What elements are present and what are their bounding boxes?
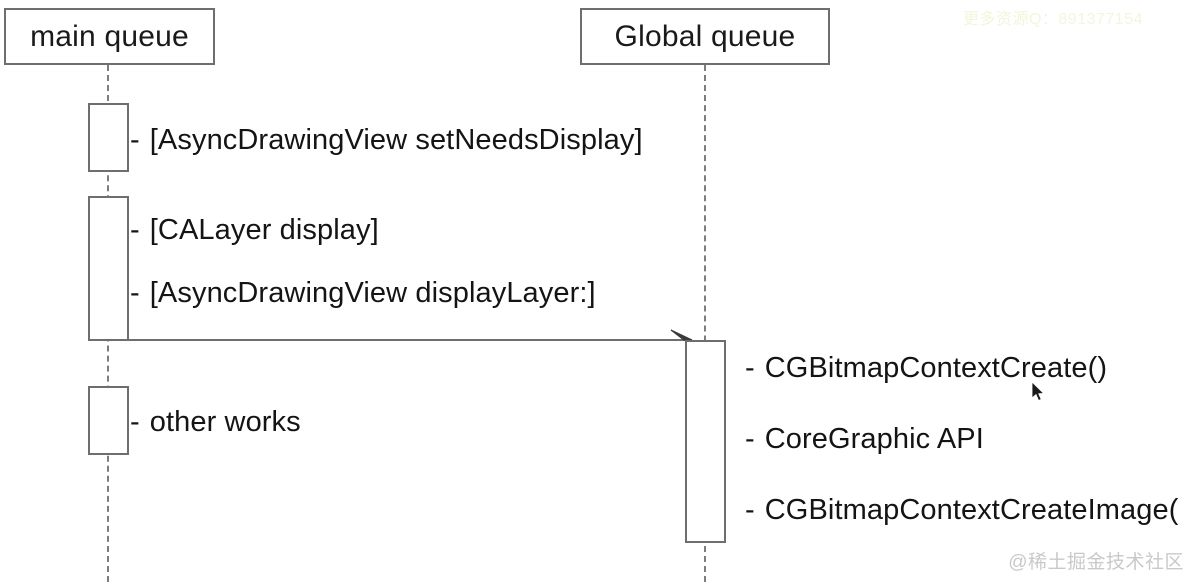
- note-bullet-dash: -: [745, 494, 755, 526]
- watermark-top-right: 更多资源Q：891377154: [962, 11, 1143, 28]
- note-coregraphic-api-text: CoreGraphic API: [764, 423, 984, 455]
- note-displaylayer: -[AsyncDrawingView displayLayer:]: [130, 277, 596, 310]
- activation-bar-other-works: [88, 386, 129, 455]
- note-bullet-dash: -: [130, 124, 140, 156]
- participant-global-queue-label: Global queue: [614, 19, 796, 53]
- note-setneedsdisplay-text: [AsyncDrawingView setNeedsDisplay]: [149, 124, 643, 156]
- note-bullet-dash: -: [130, 406, 140, 438]
- note-bullet-dash: -: [130, 214, 140, 246]
- note-coregraphic-api: -CoreGraphic API: [745, 423, 984, 456]
- note-other-works: -other works: [130, 406, 301, 439]
- note-cgbitmapcontextcreate: -CGBitmapContextCreate(): [745, 352, 1107, 385]
- note-bullet-dash: -: [130, 277, 140, 309]
- note-other-works-text: other works: [149, 406, 301, 438]
- participant-main-queue-label: main queue: [30, 19, 189, 53]
- note-bullet-dash: -: [745, 423, 755, 455]
- participant-global-queue: Global queue: [580, 8, 830, 65]
- activation-bar-setneedsdisplay: [88, 103, 129, 172]
- note-calayer-display: -[CALayer display]: [130, 214, 379, 247]
- note-cgbitmapcontextcreateimage: -CGBitmapContextCreateImage(: [745, 494, 1178, 527]
- lifeline-global-queue: [704, 65, 706, 582]
- note-bullet-dash: -: [745, 352, 755, 384]
- participant-main-queue: main queue: [4, 8, 215, 65]
- message-arrow-dispatch-async: [126, 329, 693, 341]
- activation-bar-display: [88, 196, 129, 341]
- note-calayer-display-text: [CALayer display]: [149, 214, 379, 246]
- note-setneedsdisplay: -[AsyncDrawingView setNeedsDisplay]: [130, 124, 643, 157]
- watermark-bottom-right: @稀土掘金技术社区: [1008, 552, 1184, 573]
- mouse-cursor-icon: [1031, 381, 1045, 402]
- note-cgbitmapcontextcreateimage-text: CGBitmapContextCreateImage(: [764, 494, 1179, 526]
- note-cgbitmapcontextcreate-text: CGBitmapContextCreate(): [764, 352, 1108, 384]
- activation-bar-global-queue-work: [685, 340, 726, 543]
- note-displaylayer-text: [AsyncDrawingView displayLayer:]: [149, 277, 596, 309]
